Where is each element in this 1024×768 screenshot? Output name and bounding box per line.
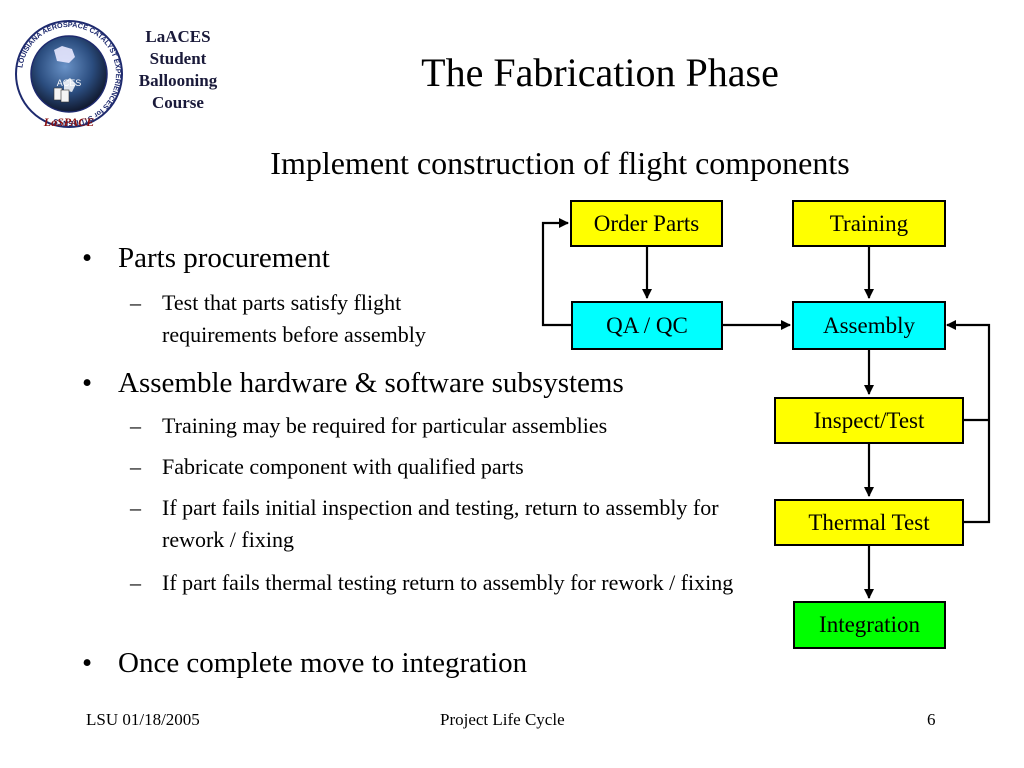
flow-box-integration: Integration <box>793 601 946 649</box>
flow-box-order-parts: Order Parts <box>570 200 723 247</box>
bullet-marker: • <box>82 367 93 399</box>
flow-box-label: Order Parts <box>593 210 700 236</box>
bullet-text: Assemble hardware & software subsystems <box>118 367 624 399</box>
sub-bullet-marker: – <box>130 495 141 520</box>
logo-line: Student <box>149 49 207 68</box>
logo-line: LaACES <box>145 27 211 46</box>
flow-box-label: Thermal Test <box>808 509 930 535</box>
flow-box-label: Inspect/Test <box>813 407 925 433</box>
flow-box-assembly: Assembly <box>792 301 946 350</box>
flow-box-thermal-test: Thermal Test <box>774 499 964 546</box>
footer-page-number: 6 <box>927 710 936 729</box>
sub-bullet-text: Test that parts satisfy flight requireme… <box>162 290 426 347</box>
bullet-marker: • <box>82 242 93 274</box>
sub-bullet-marker: – <box>130 290 141 315</box>
logo-brand-text: LaSPACE <box>43 115 94 129</box>
logo-inner-text: ACES <box>57 78 82 88</box>
sub-bullet-marker: – <box>130 454 141 479</box>
flow-box-label: Assembly <box>823 312 915 338</box>
flow-box-qa-qc: QA / QC <box>571 301 723 350</box>
flow-box-label: Integration <box>819 612 920 637</box>
footer-title: Project Life Cycle <box>440 710 565 729</box>
flow-box-training: Training <box>792 200 946 247</box>
sub-bullet-text: Training may be required for particular … <box>162 413 608 438</box>
laspace-logo: LOUISIANA AEROSPACE CATALYST EXPERIENCES… <box>14 8 124 132</box>
footer-date: LSU 01/18/2005 <box>86 710 200 729</box>
slide-subtitle: Implement construction of flight compone… <box>270 145 850 181</box>
logo-line: Ballooning <box>138 71 218 90</box>
bullet-text: Parts procurement <box>118 242 330 274</box>
sub-bullet-text: Fabricate component with qualified parts <box>162 454 524 479</box>
sub-bullet-text: If part fails initial inspection and tes… <box>162 495 719 552</box>
bullet-text: Once complete move to integration <box>118 647 528 679</box>
logo-line: Course <box>152 93 204 112</box>
sub-bullet-marker: – <box>130 570 141 595</box>
arrow-qa-loop-to-order <box>541 218 571 327</box>
flow-box-label: QA / QC <box>606 312 688 338</box>
logo-course-name: LaACES Student Ballooning Course <box>128 26 228 114</box>
flow-box-label: Training <box>829 210 909 236</box>
bullet-marker: • <box>82 647 93 679</box>
sub-bullet-text: If part fails thermal testing return to … <box>162 570 734 595</box>
slide-title: The Fabrication Phase <box>421 50 779 95</box>
sub-bullet-marker: – <box>130 413 141 438</box>
flow-box-inspect-test: Inspect/Test <box>774 397 964 444</box>
